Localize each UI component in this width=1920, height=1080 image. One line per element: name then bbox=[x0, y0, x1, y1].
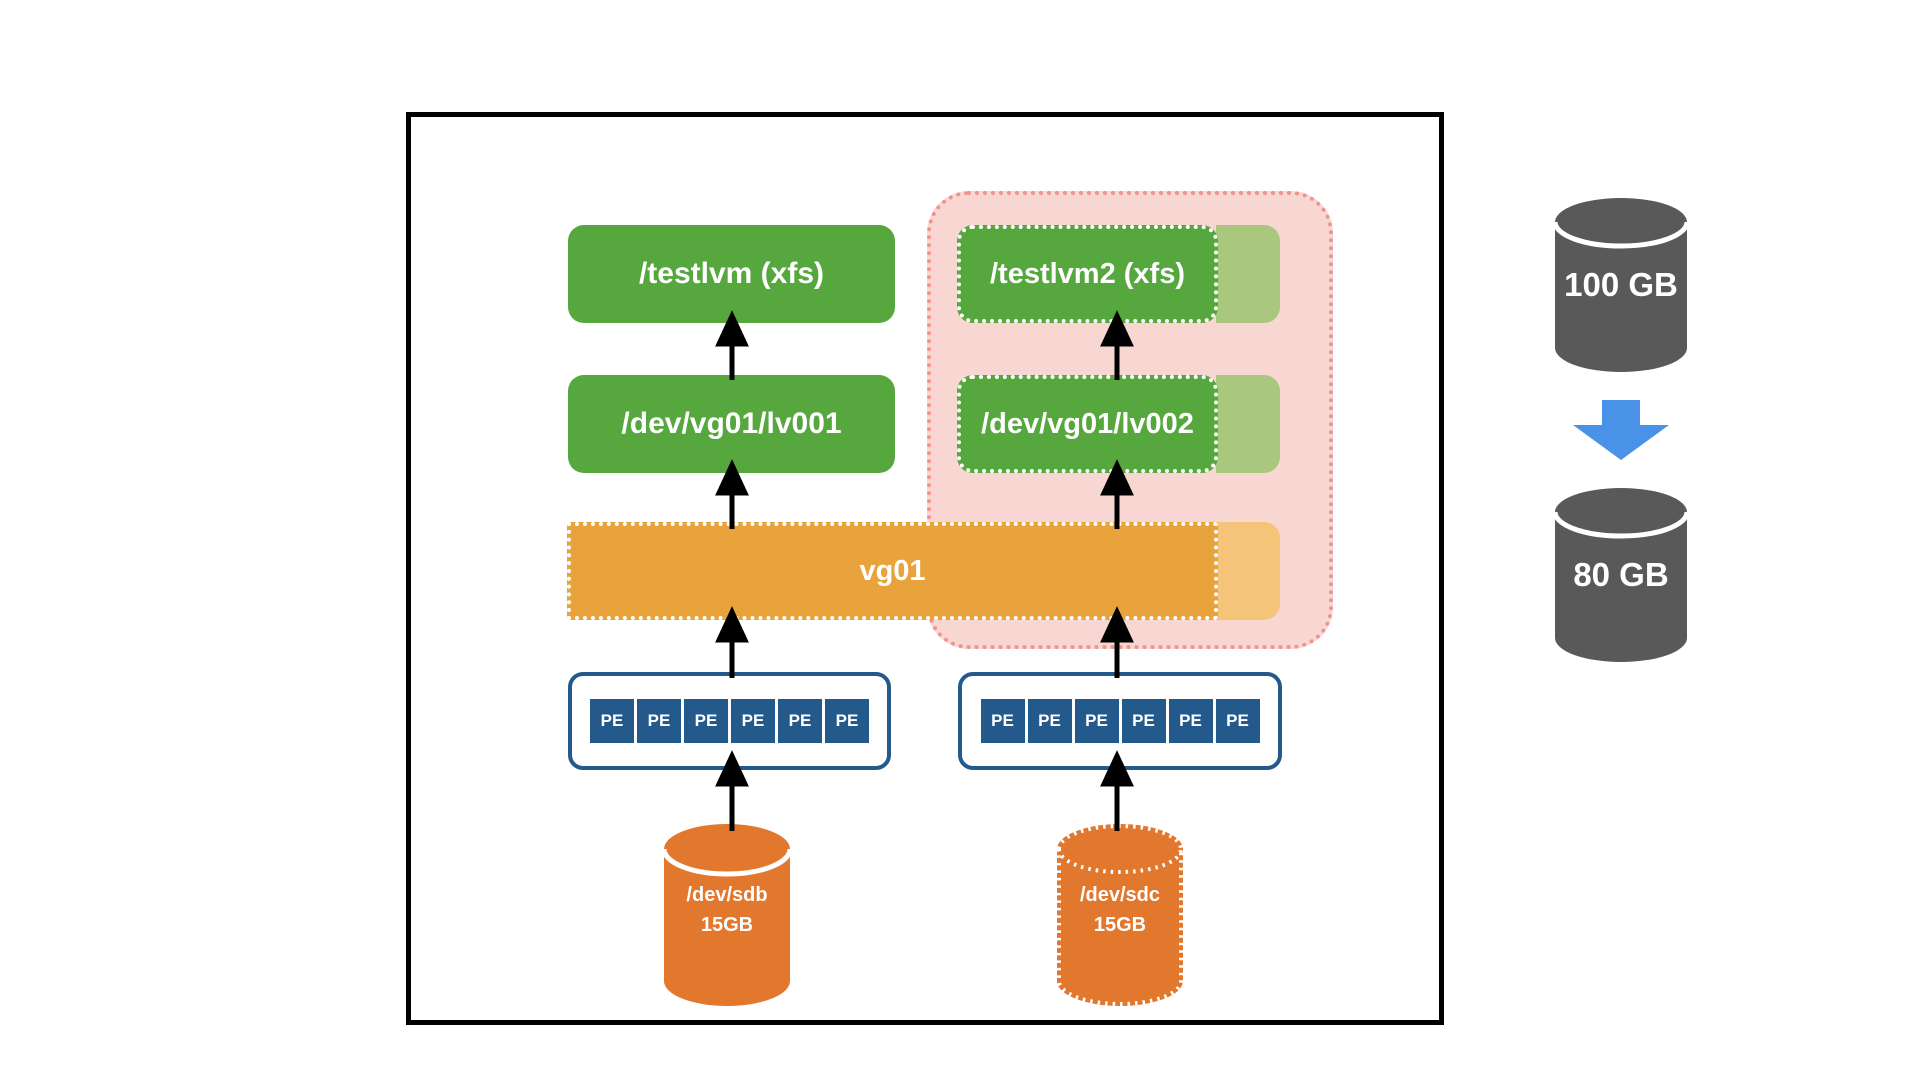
pe-cell: PE bbox=[980, 699, 1025, 743]
disk-sdc-cylinder: /dev/sdc 15GB bbox=[1057, 824, 1183, 1006]
down-arrow-icon bbox=[1573, 400, 1669, 460]
disk-before-cylinder: 100 GB bbox=[1552, 198, 1690, 372]
disk-sdb-cylinder: /dev/sdb 15GB bbox=[661, 824, 793, 1006]
disk-sdc-label: /dev/sdc 15GB bbox=[1079, 884, 1161, 936]
pe-cell: PE bbox=[1074, 699, 1119, 743]
physical-extents-left: PE PE PE PE PE PE bbox=[568, 672, 891, 770]
resize-arrow bbox=[1571, 400, 1671, 465]
disk-cylinder-icon bbox=[1552, 488, 1690, 662]
extension-tab-lv002 bbox=[1216, 375, 1280, 473]
pe-cell: PE bbox=[684, 699, 728, 743]
volume-group-vg01-box: vg01 bbox=[567, 522, 1218, 620]
disk-cylinder-icon bbox=[1552, 198, 1690, 372]
disk-after-size-label: 80 GB bbox=[1573, 556, 1669, 593]
filesystem-testlvm2-box: /testlvm2 (xfs) bbox=[957, 225, 1218, 323]
disk-sdb-label: /dev/sdb 15GB bbox=[686, 884, 768, 936]
pe-cell: PE bbox=[1168, 699, 1213, 743]
filesystem-testlvm-box: /testlvm (xfs) bbox=[568, 225, 895, 323]
logical-volume-lv002-box: /dev/vg01/lv002 bbox=[957, 375, 1218, 473]
disk-cylinder-icon bbox=[661, 824, 793, 1006]
pe-cell: PE bbox=[825, 699, 869, 743]
extension-tab-testlvm2 bbox=[1216, 225, 1280, 323]
pe-cell: PE bbox=[590, 699, 634, 743]
pe-cell: PE bbox=[778, 699, 822, 743]
disk-after-cylinder: 80 GB bbox=[1552, 488, 1690, 662]
pe-cell: PE bbox=[1121, 699, 1166, 743]
pe-cell: PE bbox=[731, 699, 775, 743]
pe-cell: PE bbox=[1027, 699, 1072, 743]
physical-extents-right: PE PE PE PE PE PE bbox=[958, 672, 1282, 770]
pe-cell: PE bbox=[1215, 699, 1260, 743]
disk-cylinder-dotted-icon bbox=[1057, 824, 1183, 1006]
extension-tab-vg01 bbox=[1216, 522, 1280, 620]
logical-volume-lv001-box: /dev/vg01/lv001 bbox=[568, 375, 895, 473]
disk-before-size-label: 100 GB bbox=[1564, 266, 1678, 303]
pe-cell: PE bbox=[637, 699, 681, 743]
